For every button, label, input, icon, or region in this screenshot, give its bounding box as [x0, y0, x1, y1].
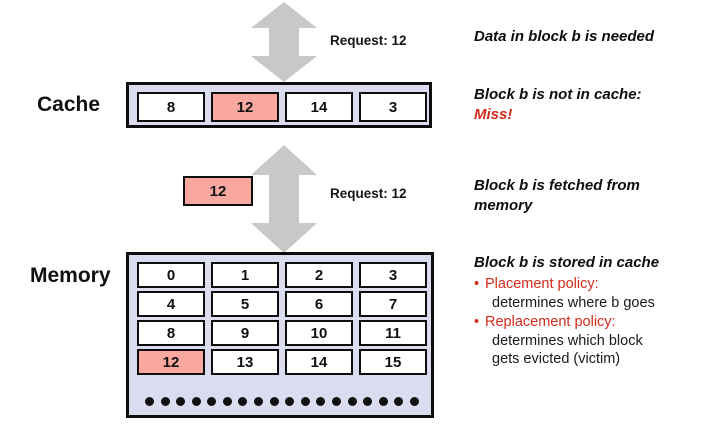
- memory-ellipsis-dot: [176, 396, 186, 406]
- memory-cell[interactable]: 11: [359, 320, 427, 346]
- memory-ellipsis-dot: [347, 396, 357, 406]
- bullet-replacement-policy: • Replacement policy: determines which b…: [474, 313, 709, 369]
- memory-cell[interactable]: 10: [285, 320, 353, 346]
- fetched-block-value: 12: [209, 182, 227, 200]
- memory-cell[interactable]: 2: [285, 262, 353, 288]
- bullet-replacement-sub-line1: determines which block: [492, 332, 643, 349]
- bullet-marker-icon: •: [474, 314, 480, 331]
- cache-cell-value: 3: [388, 98, 398, 116]
- memory-ellipsis-dot: [222, 396, 232, 406]
- memory-cell-value: 9: [240, 324, 250, 342]
- memory-cell-value: 14: [310, 353, 328, 371]
- memory-cell[interactable]: 3: [359, 262, 427, 288]
- memory-cell-value: 1: [240, 266, 250, 284]
- memory-cell-value: 10: [310, 324, 328, 342]
- memory-ellipsis-dot: [269, 396, 279, 406]
- memory-row: 4 5 6 7: [137, 291, 427, 317]
- cache-cell-value: 14: [310, 98, 328, 116]
- note-fetched-line2: memory: [474, 196, 533, 214]
- request-label-middle: Request: 12: [330, 186, 407, 201]
- memory-cell-value: 6: [314, 295, 324, 313]
- memory-ellipsis-dot: [191, 396, 201, 406]
- note-data-needed: Data in block b is needed: [474, 28, 655, 45]
- memory-row: 0 1 2 3: [137, 262, 427, 288]
- cpu-cache-arrow: [249, 2, 319, 82]
- memory-container: 0 1 2 3 4 5 6 7 8: [126, 252, 434, 418]
- memory-ellipsis-dot: [409, 396, 419, 406]
- memory-ellipsis-dot: [238, 396, 248, 406]
- memory-cell-value: 3: [388, 266, 398, 284]
- cache-cell[interactable]: 8: [137, 92, 205, 122]
- memory-cell[interactable]: 1: [211, 262, 279, 288]
- cache-cell[interactable]: 3: [359, 92, 427, 122]
- memory-cell[interactable]: 14: [285, 349, 353, 375]
- memory-cell-value: 11: [385, 324, 401, 342]
- memory-cell[interactable]: 9: [211, 320, 279, 346]
- note-stored-in-cache: Block b is stored in cache: [474, 254, 660, 271]
- memory-cell-value: 7: [388, 295, 398, 313]
- bullet-marker-icon: •: [474, 276, 480, 292]
- memory-ellipsis-dot: [207, 396, 217, 406]
- cache-cell[interactable]: 12: [211, 92, 279, 122]
- memory-cell-value: 12: [162, 353, 180, 371]
- cache-cell[interactable]: 14: [285, 92, 353, 122]
- memory-ellipsis-dot: [363, 396, 373, 406]
- memory-row: 12 13 14 15: [137, 349, 427, 375]
- cache-cell-value: 8: [166, 98, 176, 116]
- policy-bullet-list: • Placement policy: determines where b g…: [474, 275, 709, 369]
- memory-ellipsis-dot: [300, 396, 310, 406]
- memory-ellipsis-dots: [145, 395, 419, 407]
- bullet-replacement-head: Replacement policy:: [485, 314, 616, 331]
- memory-cell-value: 8: [166, 324, 176, 342]
- memory-label: Memory: [30, 264, 111, 287]
- note-not-in-cache: Block b is not in cache:: [474, 86, 642, 103]
- bullet-replacement-sub-line2: gets evicted (victim): [492, 351, 621, 368]
- cache-container: 8 12 14 3: [126, 82, 432, 128]
- memory-ellipsis-dot: [394, 396, 404, 406]
- memory-ellipsis-dot: [331, 396, 341, 406]
- memory-ellipsis-dot: [145, 396, 154, 406]
- fetched-block[interactable]: 12: [183, 176, 253, 206]
- memory-row: 8 9 10 11: [137, 320, 427, 346]
- memory-cell[interactable]: 6: [285, 291, 353, 317]
- memory-cell-highlighted[interactable]: 12: [137, 349, 205, 375]
- bullet-placement-sub: determines where b goes: [492, 294, 655, 311]
- cache-memory-arrow: [249, 145, 319, 253]
- note-fetched-from-memory: Block b is fetched from memory: [474, 176, 704, 215]
- memory-ellipsis-dot: [316, 396, 326, 406]
- memory-cell[interactable]: 4: [137, 291, 205, 317]
- memory-cell[interactable]: 5: [211, 291, 279, 317]
- memory-cell[interactable]: 0: [137, 262, 205, 288]
- memory-cell-value: 0: [166, 266, 176, 284]
- memory-ellipsis-dot: [285, 396, 295, 406]
- memory-ellipsis-dot: [254, 396, 264, 406]
- memory-cell[interactable]: 7: [359, 291, 427, 317]
- memory-cell[interactable]: 8: [137, 320, 205, 346]
- memory-cell-value: 4: [166, 295, 176, 313]
- memory-cell[interactable]: 15: [359, 349, 427, 375]
- memory-cell-value: 15: [384, 353, 402, 371]
- memory-ellipsis-dot: [378, 396, 388, 406]
- request-label-top: Request: 12: [330, 33, 407, 48]
- bullet-placement-head: Placement policy:: [485, 276, 599, 292]
- memory-cell-value: 5: [240, 295, 250, 313]
- cache-label: Cache: [37, 93, 101, 116]
- memory-cell-value: 13: [236, 353, 254, 371]
- note-fetched-line1: Block b is fetched from: [474, 177, 640, 194]
- cache-cell-value: 12: [236, 98, 254, 116]
- bullet-placement-policy: • Placement policy: determines where b g…: [474, 275, 709, 312]
- memory-cell-value: 2: [314, 266, 324, 284]
- memory-ellipsis-dot: [160, 396, 170, 406]
- note-miss: Miss!: [474, 106, 513, 123]
- memory-cell[interactable]: 13: [211, 349, 279, 375]
